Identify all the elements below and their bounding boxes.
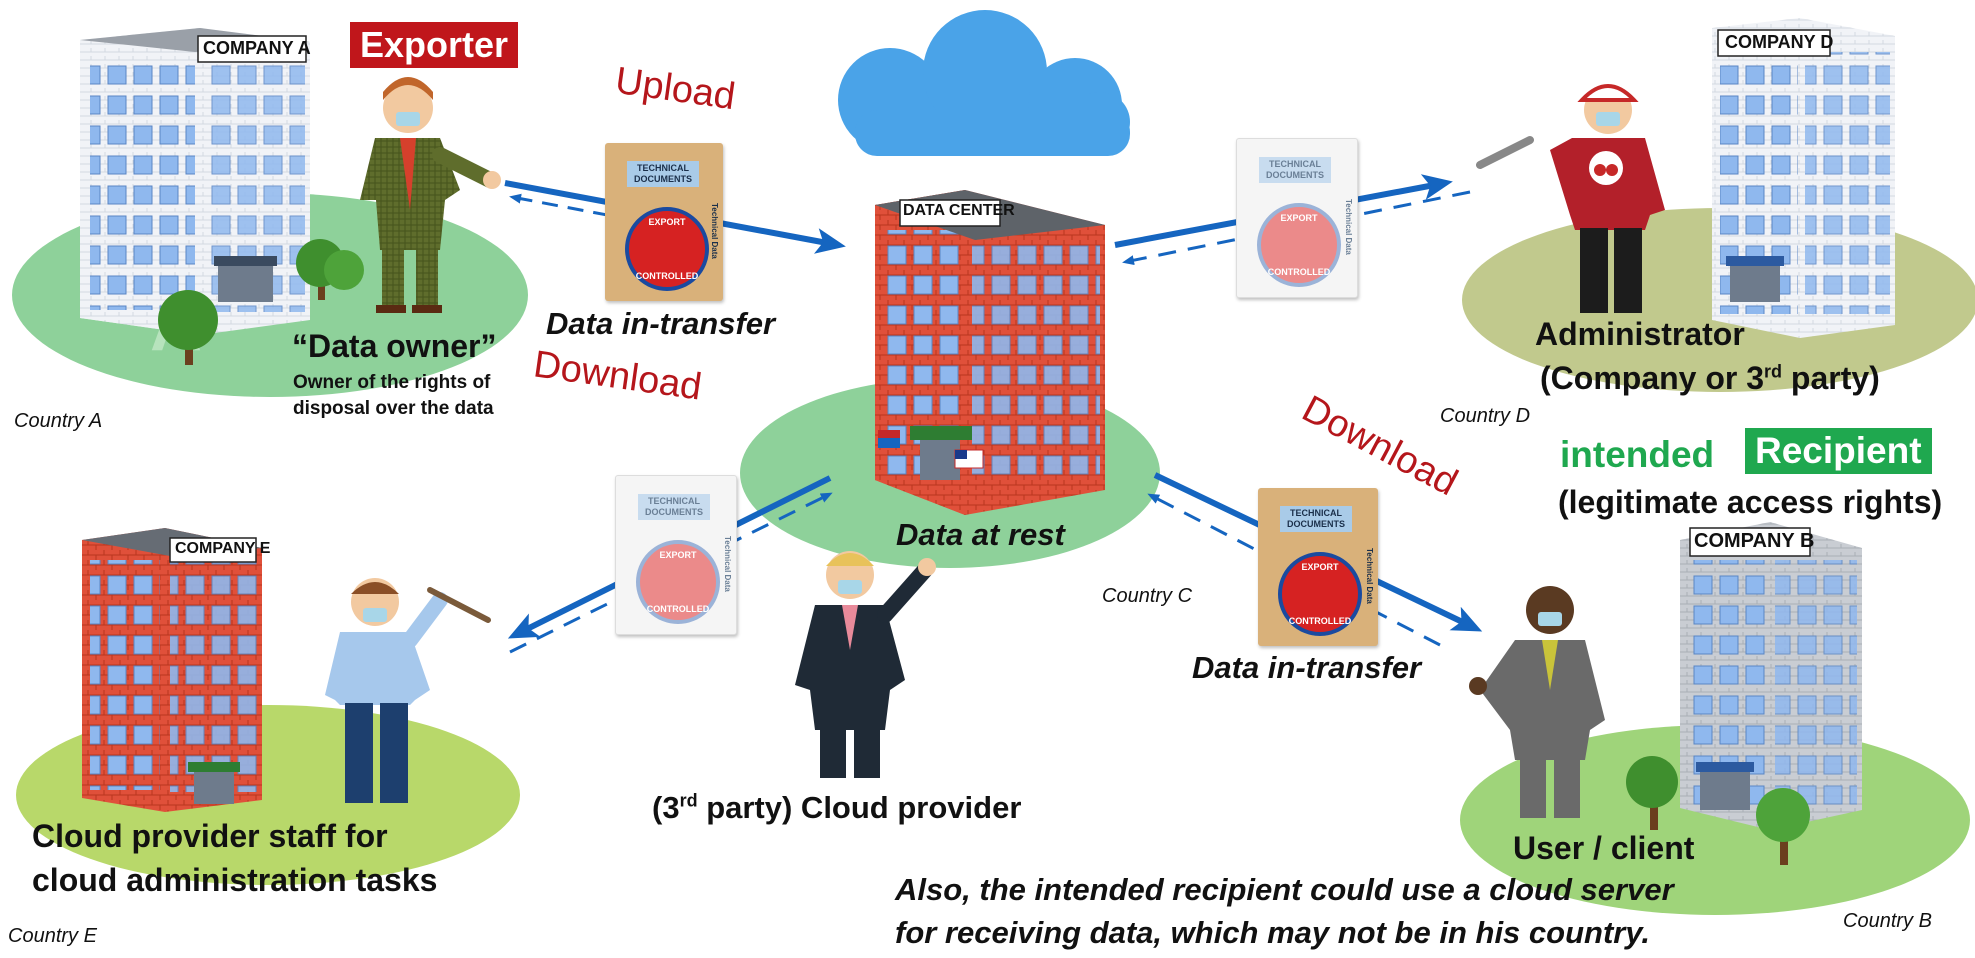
data-in-transfer-top: Data in-transfer — [546, 306, 776, 341]
footnote-line-2: for receiving data, which may not be in … — [895, 915, 1651, 950]
building-company-b — [1680, 522, 1862, 830]
document-side-label: Technical Data — [1344, 199, 1353, 255]
country-a-label: Country A — [14, 410, 103, 432]
cloud-staff-label-2: cloud administration tasks — [32, 862, 438, 898]
data-owner-note-2: disposal over the data — [293, 398, 494, 419]
data-center-sign: DATA CENTER — [903, 202, 1015, 219]
data-owner-note-1: Owner of the rights of — [293, 372, 491, 393]
company-b-sign: COMPANY B — [1694, 530, 1815, 552]
user-client-label: User / client — [1513, 830, 1695, 866]
recipient-badge: Recipient — [1745, 428, 1932, 474]
document-side-label: Technical Data — [723, 536, 732, 592]
export-controlled-seal: EXPORT CONTROLLED — [636, 540, 720, 624]
building-company-a — [80, 28, 310, 335]
tree-icon — [158, 239, 364, 365]
data-at-rest-label: Data at rest — [896, 517, 1065, 552]
country-e-label: Country E — [8, 925, 97, 947]
person-administrator — [1476, 84, 1665, 313]
person-exporter — [360, 77, 501, 313]
person-cloud-staff — [325, 578, 491, 803]
company-a-sign: COMPANY A — [203, 38, 311, 58]
footnote-line-1: Also, the intended recipient could use a… — [895, 872, 1674, 907]
country-d-label: Country D — [1440, 405, 1531, 427]
export-controlled-seal: EXPORT CONTROLLED — [1278, 552, 1362, 636]
data-in-transfer-bottom: Data in-transfer — [1192, 650, 1422, 685]
tree-icon — [1626, 756, 1810, 865]
export-controlled-seal: EXPORT CONTROLLED — [1257, 203, 1341, 287]
building-company-d — [1712, 18, 1895, 338]
administrator-role-label: (Company or 3rd party) — [1540, 360, 1880, 396]
company-e-sign: COMPANY E — [175, 540, 271, 557]
intended-label: intended — [1560, 434, 1715, 475]
person-user-client — [1469, 586, 1605, 818]
cloud-icon — [838, 10, 1130, 156]
country-c-label: Country C — [1102, 585, 1193, 607]
exporter-badge: Exporter — [350, 22, 519, 68]
building-data-center — [875, 190, 1105, 515]
document-side-label: Technical Data — [710, 203, 719, 259]
building-company-e — [82, 528, 262, 812]
country-b-label: Country B — [1843, 910, 1932, 932]
legitimate-access-label: (legitimate access rights) — [1558, 484, 1943, 520]
cloud-staff-label-1: Cloud provider staff for — [32, 818, 388, 854]
administrator-label: Administrator — [1535, 316, 1745, 352]
document-side-label: Technical Data — [1365, 548, 1374, 604]
company-d-sign: COMPANY D — [1725, 32, 1834, 52]
person-cloud-provider — [795, 551, 936, 778]
cloud-provider-label: (3rd party) Cloud provider — [652, 790, 1022, 825]
data-owner-label: “Data owner” — [292, 328, 497, 364]
export-controlled-seal: EXPORT CONTROLLED — [625, 207, 709, 291]
